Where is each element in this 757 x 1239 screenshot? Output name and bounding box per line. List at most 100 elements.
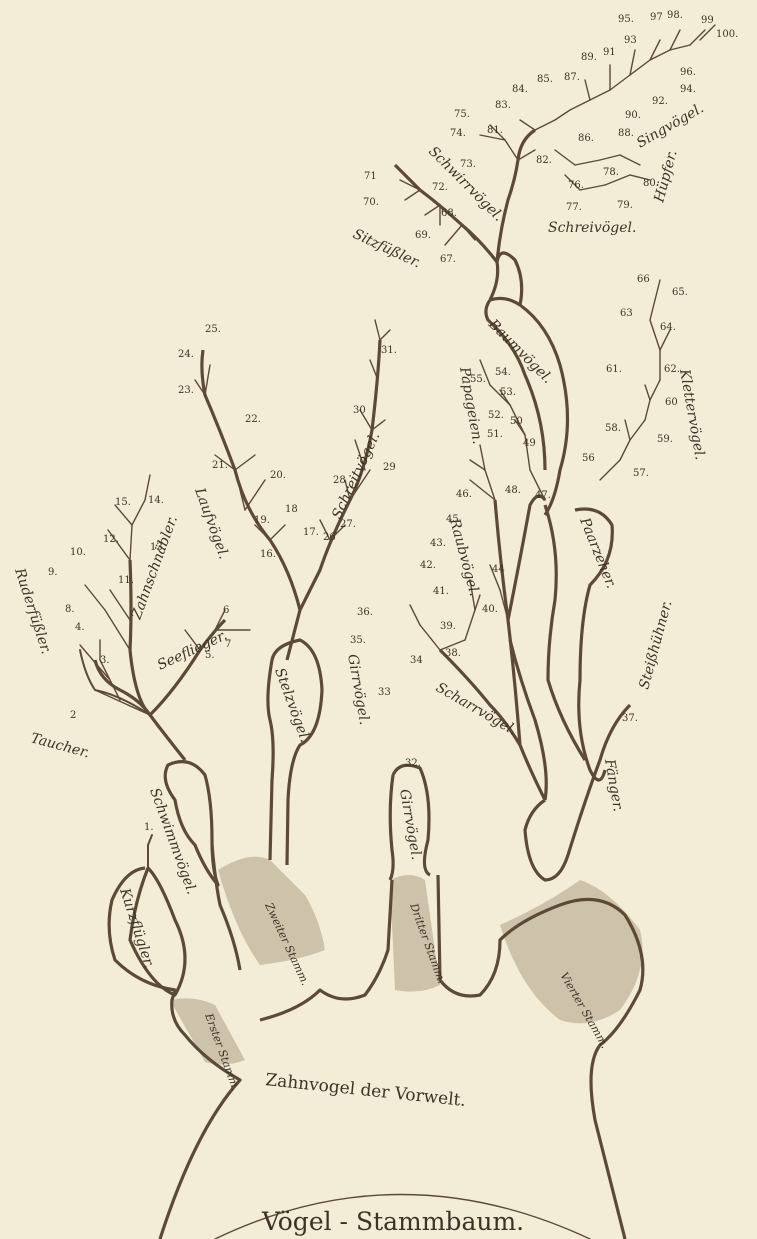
number-label: 66 <box>637 274 650 285</box>
branch-twig <box>132 500 145 525</box>
number-label: 76. <box>568 180 584 191</box>
branch-twig <box>462 225 475 240</box>
number-label: 41. <box>433 586 449 597</box>
branch-twig <box>465 610 475 640</box>
number-label: 4. <box>75 622 85 633</box>
branch-twig <box>575 160 600 165</box>
number-label: 57. <box>633 468 649 479</box>
number-label: 18 <box>285 504 298 515</box>
number-label: 22. <box>245 414 261 425</box>
branch-twig <box>270 525 285 540</box>
branch-twig <box>110 590 130 620</box>
branch-twig <box>620 155 640 165</box>
branch-twig <box>660 330 670 350</box>
number-label: 30 <box>353 405 366 416</box>
number-label: 53. <box>500 387 516 398</box>
branch-twig <box>255 525 270 540</box>
branch-twig <box>650 380 660 400</box>
branch-twig <box>130 525 132 560</box>
number-label: 96. <box>680 67 696 78</box>
number-label: 88. <box>618 128 634 139</box>
branch-taucher <box>80 650 150 715</box>
number-label: 71 <box>364 171 377 182</box>
branch-twig <box>650 300 655 320</box>
number-label: 43. <box>430 538 446 549</box>
number-label: 42. <box>420 560 436 571</box>
number-label: 56 <box>582 453 595 464</box>
branch-twig <box>645 385 650 400</box>
branch-twig <box>505 140 518 160</box>
branch-twig <box>630 420 645 440</box>
number-label: 54. <box>495 367 511 378</box>
number-label: 9. <box>48 567 58 578</box>
branch-twig <box>405 190 420 200</box>
group-label-raubvoegel: Raubvögel. <box>446 516 482 598</box>
branch-twig <box>650 320 660 350</box>
number-label: 67. <box>440 254 456 265</box>
number-label: 33 <box>378 687 391 698</box>
number-label: 95. <box>618 14 634 25</box>
number-label: 98. <box>667 10 683 21</box>
number-label: 72. <box>432 182 448 193</box>
group-label-faenger: Fänger. <box>601 757 626 813</box>
branch-twig <box>235 455 255 470</box>
trunk-schwirrvoegel <box>497 130 535 262</box>
labels: 1.23.4.5.678.9.10.11.12.13.14.15.16.17.1… <box>11 10 738 1236</box>
number-label: 10. <box>70 547 86 558</box>
branch-twig <box>205 365 210 395</box>
branch-twig <box>445 225 462 245</box>
number-label: 38. <box>445 648 461 659</box>
branch-twig <box>585 80 590 100</box>
number-label: 77. <box>566 202 582 213</box>
number-label: 61. <box>606 364 622 375</box>
number-label: 44 <box>492 564 505 575</box>
number-label: 65. <box>672 287 688 298</box>
branch-twig <box>670 45 690 50</box>
number-label: 23. <box>178 385 194 396</box>
group-label-seeflieger: Seeflieger. <box>155 627 230 673</box>
number-label: 81. <box>487 125 503 136</box>
branch-twig <box>610 75 630 90</box>
branch-twig <box>535 120 555 130</box>
branch-twig <box>520 120 535 130</box>
number-label: 39. <box>440 621 456 632</box>
group-label-huepfer: Hüpfer. <box>651 148 680 205</box>
number-label: 84. <box>512 84 528 95</box>
number-label: 2 <box>70 710 76 721</box>
number-label: 58. <box>605 423 621 434</box>
number-label: 92. <box>652 96 668 107</box>
number-label: 100. <box>716 29 738 40</box>
number-label: 26 <box>323 532 336 543</box>
number-label: 36. <box>357 607 373 618</box>
number-label: 15. <box>115 497 131 508</box>
group-label-ruderfuessler: Ruderfüßler. <box>11 565 54 656</box>
number-label: 46. <box>456 489 472 500</box>
number-label: 60 <box>665 397 678 408</box>
group-label-schreivoegel: Schreivögel. <box>548 220 636 236</box>
number-label: 40. <box>482 604 498 615</box>
branch-twig <box>555 110 570 120</box>
number-label: 83. <box>495 100 511 111</box>
number-label: 89. <box>581 52 597 63</box>
group-label-steisshuehner: Steißhühner. <box>636 599 675 691</box>
number-label: 19. <box>254 515 270 526</box>
base-label: Zahnvogel der Vorwelt. <box>264 1070 466 1111</box>
number-label: 32. <box>405 758 421 769</box>
branch-twig <box>425 205 440 215</box>
number-label: 74. <box>450 128 466 139</box>
branch-twig <box>645 400 650 420</box>
branch-twig <box>600 155 620 160</box>
number-label: 29 <box>383 462 396 473</box>
branch-twig <box>655 280 660 300</box>
group-label-girrvoegel_a: Girrvögel. <box>344 653 372 726</box>
number-label: 52. <box>488 410 504 421</box>
branch-twig <box>105 610 130 650</box>
group-label-sitzfuessler: Sitzfüßler. <box>350 226 423 271</box>
group-label-stelzvoegel_a: Stelzvögel. <box>271 666 313 745</box>
number-label: 47. <box>535 490 551 501</box>
number-label: 8. <box>65 604 75 615</box>
number-label: 86. <box>578 133 594 144</box>
number-label: 63 <box>620 308 633 319</box>
